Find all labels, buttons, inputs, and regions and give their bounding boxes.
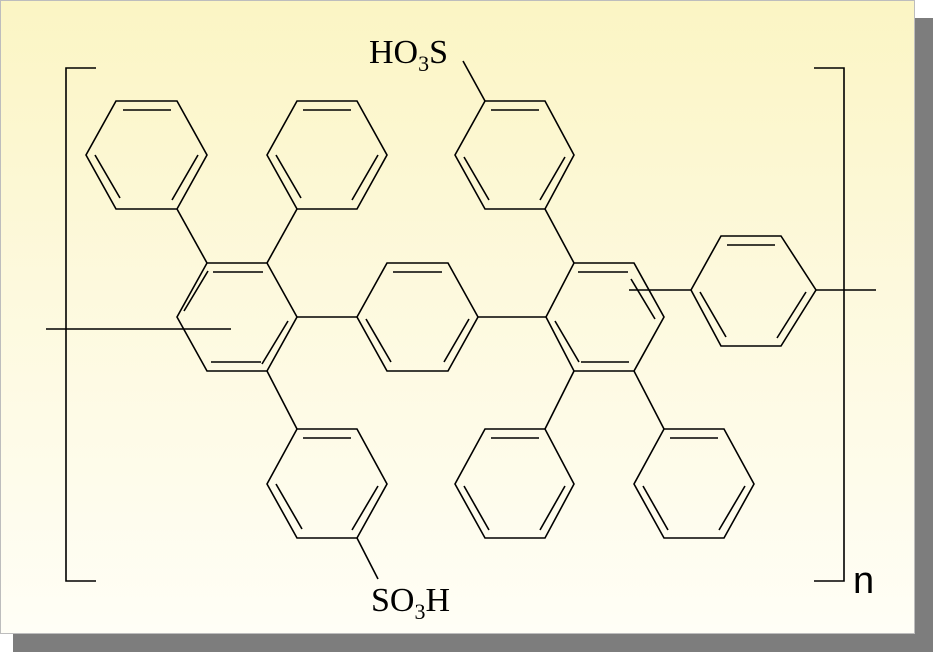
phenyl-top-middle xyxy=(266,100,388,210)
bond-so3h xyxy=(356,537,379,580)
bond-phenyl-top-middle xyxy=(266,208,298,264)
bond-sulfophenyl-bottom xyxy=(266,370,298,430)
left-bracket xyxy=(65,67,96,582)
bond-phenyl-top-left xyxy=(176,208,208,264)
central-ring-left xyxy=(176,262,298,372)
phenylene-linker xyxy=(356,262,479,372)
phenyl-bottom-middle xyxy=(454,428,575,539)
bond-phenyl-bottom-right xyxy=(633,370,665,430)
bond-phenyl-bottom-middle xyxy=(544,370,575,430)
phenyl-top-left xyxy=(85,100,208,210)
figure-panel: HO3S SO3H n xyxy=(0,0,915,634)
ho3s-label: HO3S xyxy=(369,34,448,76)
right-bracket xyxy=(814,67,845,582)
central-ring-right xyxy=(545,262,665,372)
sulfophenyl-bottom xyxy=(266,428,388,539)
sulfophenyl-top xyxy=(454,100,575,210)
phenyl-bottom-right xyxy=(633,428,755,539)
bond-sulfophenyl-top xyxy=(544,208,575,264)
so3h-label: SO3H xyxy=(371,582,450,624)
polymer-structure-diagram: HO3S SO3H n xyxy=(46,34,876,624)
repeat-count-label: n xyxy=(853,560,874,602)
bond-ho3s xyxy=(462,60,486,102)
phenylene-chain-right xyxy=(690,235,817,347)
